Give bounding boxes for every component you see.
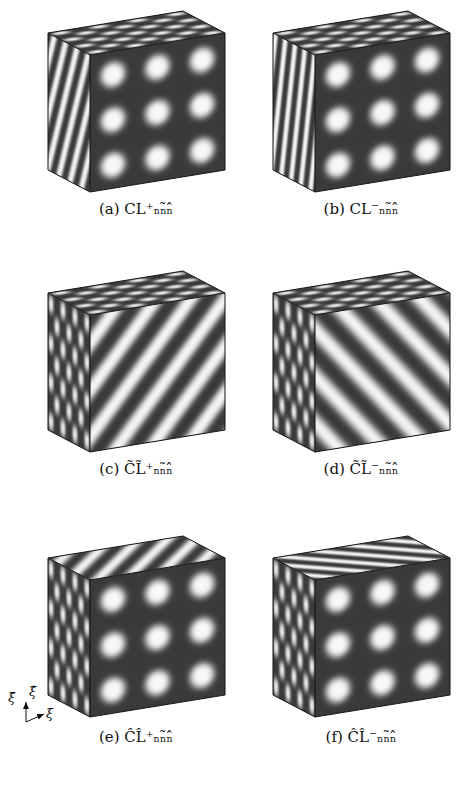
axis-arrows — [26, 702, 44, 722]
textured-cube — [0, 469, 462, 752]
textured-cube — [0, 469, 462, 751]
axis-label: ξ̃ — [8, 690, 15, 706]
subfigure-caption: (a) CL⁺ₙₙ̃ₙ̂ — [99, 200, 173, 218]
axis-label: ξ̂ — [29, 684, 36, 700]
subfigure-caption: (d) C̃L̃⁻ₙₙ̃ₙ̂ — [324, 460, 399, 478]
axis-label: ξ — [46, 706, 53, 722]
subfigure-caption: (b) CL⁻ₙₙ̃ₙ̂ — [324, 200, 399, 218]
subfigure-caption: (c) C̃L̃⁺ₙₙ̃ₙ̂ — [99, 460, 173, 478]
subfigure-caption: (f) ĈL̂⁻ₙₙ̃ₙ̂ — [326, 728, 397, 746]
subfigure-caption: (e) ĈL̂⁺ₙₙ̃ₙ̂ — [99, 728, 173, 746]
